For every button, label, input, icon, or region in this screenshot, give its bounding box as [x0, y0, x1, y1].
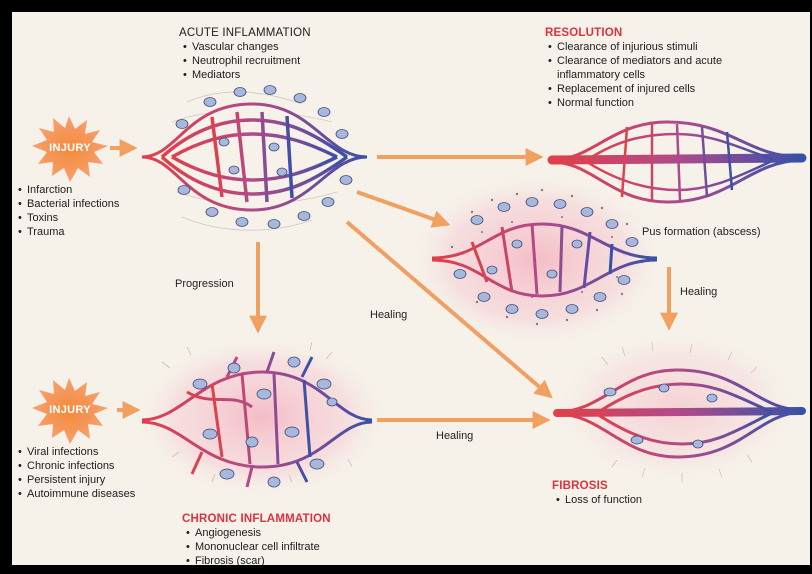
resolution-item: Clearance of injurious stimuli	[548, 40, 722, 54]
arrow-acute-to-abscess	[357, 192, 447, 224]
acute-title: ACUTE INFLAMMATION	[179, 26, 311, 40]
healing-label-bottom: Healing	[436, 430, 473, 442]
abscess-label: Pus formation (abscess)	[642, 226, 761, 238]
chronic-item: Mononuclear cell infiltrate	[186, 540, 320, 554]
resolution-list: Clearance of injurious stimuli Clearance…	[548, 40, 722, 110]
fibrosis-title: FIBROSIS	[552, 479, 608, 493]
acute-vessel	[142, 86, 367, 231]
injury-label-bottom: INJURY	[30, 404, 110, 416]
healing-label-right: Healing	[680, 286, 717, 298]
resolution-item: Clearance of mediators and acute	[548, 54, 722, 68]
acute-item: Mediators	[183, 68, 300, 82]
injury-cause: Chronic infections	[18, 459, 135, 473]
chronic-item: Fibrosis (scar)	[186, 554, 320, 565]
acute-item: Neutrophil recruitment	[183, 54, 300, 68]
injury-label-top: INJURY	[30, 142, 110, 154]
injury-cause: Autoimmune diseases	[18, 487, 135, 501]
acute-list: Vascular changes Neutrophil recruitment …	[183, 40, 300, 82]
resolution-item: Normal function	[548, 96, 722, 110]
injury-causes-top: Infarction Bacterial infections Toxins T…	[18, 183, 119, 239]
injury-cause: Toxins	[18, 211, 119, 225]
fibrosis-list: Loss of function	[556, 493, 642, 507]
resolution-item: Replacement of injured cells	[548, 82, 722, 96]
chronic-title: CHRONIC INFLAMMATION	[182, 512, 331, 526]
fibrosis-item: Loss of function	[556, 493, 642, 507]
healing-label-diagonal: Healing	[370, 309, 407, 321]
injury-cause: Trauma	[18, 225, 119, 239]
injury-cause: Viral infections	[18, 445, 135, 459]
injury-cause: Persistent injury	[18, 473, 135, 487]
injury-cause: Bacterial infections	[18, 197, 119, 211]
chronic-list: Angiogenesis Mononuclear cell infiltrate…	[186, 526, 320, 565]
injury-causes-bottom: Viral infections Chronic infections Pers…	[18, 445, 135, 501]
progression-label: Progression	[175, 278, 234, 290]
diagram-panel: ACUTE INFLAMMATION Vascular changes Neut…	[12, 12, 810, 565]
resolution-title: RESOLUTION	[545, 26, 622, 40]
acute-item: Vascular changes	[183, 40, 300, 54]
injury-cause: Infarction	[18, 183, 119, 197]
resolution-item: inflammatory cells	[548, 68, 722, 82]
chronic-item: Angiogenesis	[186, 526, 320, 540]
